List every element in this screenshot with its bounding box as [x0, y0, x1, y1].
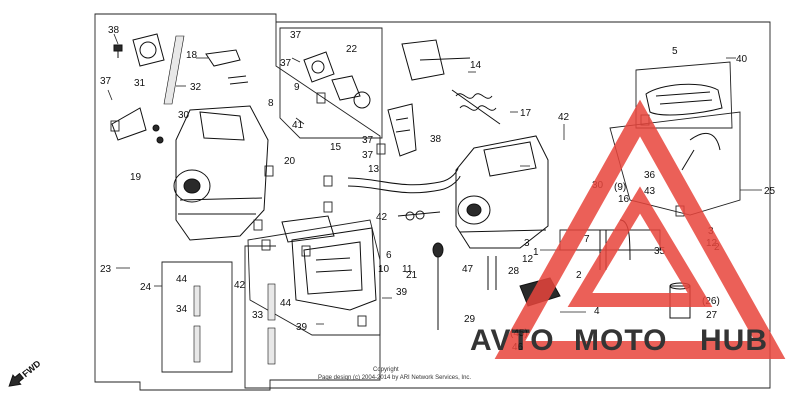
- carburetor-body-main: [455, 135, 549, 249]
- callout-1: 1: [533, 247, 539, 258]
- fwd-indicator: FWD: [8, 358, 43, 387]
- left-group-frame: [94, 13, 381, 391]
- drain-screws-47: [487, 256, 497, 290]
- callout-37: 37: [290, 30, 302, 41]
- callout-38: 38: [108, 25, 120, 36]
- bracket-30-left: [111, 107, 164, 144]
- linkage-37: [387, 103, 417, 157]
- main-assembly-frame: [244, 21, 771, 389]
- callout-42: 42: [558, 112, 570, 123]
- callout-33: 33: [252, 310, 264, 321]
- callout-29: 29: [464, 314, 476, 325]
- top-cover-5: [645, 83, 723, 116]
- callout-19: 19: [130, 172, 142, 183]
- watermark-text-moto: MOTO: [574, 324, 667, 357]
- callout-10: 10: [378, 264, 390, 275]
- callout-39: 39: [296, 322, 308, 333]
- float-gasket: [281, 215, 335, 243]
- lever-18: [205, 49, 249, 85]
- jet-frame: [161, 261, 233, 373]
- choke-lever-22: [303, 51, 371, 109]
- watermark-text-hub: HUB: [700, 324, 768, 357]
- callout-37: 37: [362, 135, 374, 146]
- callout-12: 12: [522, 254, 534, 265]
- callout-18: 18: [186, 50, 198, 61]
- choke-group-frame: [279, 27, 383, 139]
- callout-20: 20: [284, 156, 296, 167]
- callout-26-paren: (26): [702, 296, 720, 307]
- callout-42: 42: [376, 212, 388, 223]
- callout-44: 44: [280, 298, 292, 309]
- callout-37: 37: [280, 58, 292, 69]
- callout-6: 6: [386, 250, 392, 261]
- callout-2: 2: [576, 270, 582, 281]
- callout-43: 43: [644, 186, 656, 197]
- callout-16: 16: [618, 194, 630, 205]
- callout-31: 31: [134, 78, 146, 89]
- callout-41: 41: [292, 120, 304, 131]
- callout-23: 23: [100, 264, 112, 275]
- callout-38: 38: [430, 134, 442, 145]
- emulsion-tube-33: [267, 283, 276, 365]
- screw-38-left: [113, 44, 123, 58]
- watermark-triangle: [494, 99, 786, 359]
- callout-30: 30: [178, 110, 190, 121]
- callout-5: 5: [672, 46, 678, 57]
- callout-21: 21: [406, 270, 418, 281]
- callout-37: 37: [100, 76, 112, 87]
- callout-40: 40: [736, 54, 748, 65]
- fwd-label: FWD: [20, 358, 43, 379]
- watermark-inner-triangle: [567, 186, 713, 307]
- callout-27: 27: [706, 310, 718, 321]
- callout-32: 32: [190, 82, 202, 93]
- callout-11: 11: [402, 264, 413, 275]
- pilot-screw-42: [397, 210, 441, 221]
- callout-13: 13: [368, 164, 380, 175]
- pilot-group-frame: [609, 111, 741, 216]
- throttle-shaft-assembly: [401, 39, 501, 125]
- callout-3: 3: [524, 238, 530, 249]
- callout-44: 44: [176, 274, 188, 285]
- copyright-title: Copyright: [373, 367, 399, 373]
- float-bowl: [291, 227, 377, 311]
- needle-21: [432, 242, 444, 330]
- callout-9: 9: [294, 82, 300, 93]
- box-markers: [110, 92, 685, 327]
- callout-28: 28: [508, 266, 520, 277]
- carburetor-body-left: [173, 105, 269, 241]
- callout-35: 35: [654, 246, 666, 257]
- callout-42: 42: [234, 280, 246, 291]
- callout-22: 22: [346, 44, 358, 55]
- top-cover-frame: [635, 61, 733, 129]
- watermark-logo: AVTO MOTO HUB: [470, 99, 786, 359]
- callout-9-paren: (9): [614, 182, 626, 193]
- copyright-notice: Page design (c) 2004-2014 by ARI Network…: [318, 375, 471, 381]
- callout-34: 34: [176, 304, 188, 315]
- callout-7: 7: [584, 234, 590, 245]
- callout-37: 37: [362, 150, 374, 161]
- callout-8: 8: [268, 98, 274, 109]
- hose-right: [681, 132, 721, 171]
- cover-plate-31: [132, 33, 165, 67]
- callout-4: 4: [594, 306, 600, 317]
- cable-32: [163, 35, 185, 105]
- callout-47: 47: [462, 264, 474, 275]
- callout-24: 24: [140, 282, 152, 293]
- callout-14: 14: [470, 60, 482, 71]
- callout-17: 17: [520, 108, 532, 119]
- jet-tubes-34: [193, 285, 201, 363]
- watermark-text-avto: AVTO: [470, 324, 555, 357]
- callout-36: 36: [644, 170, 656, 181]
- float-chamber-frame: [247, 219, 381, 336]
- callout-25: 25: [764, 186, 776, 197]
- fuel-hose-13: [347, 167, 461, 194]
- callout-39: 39: [396, 287, 408, 298]
- callout-15: 15: [330, 142, 342, 153]
